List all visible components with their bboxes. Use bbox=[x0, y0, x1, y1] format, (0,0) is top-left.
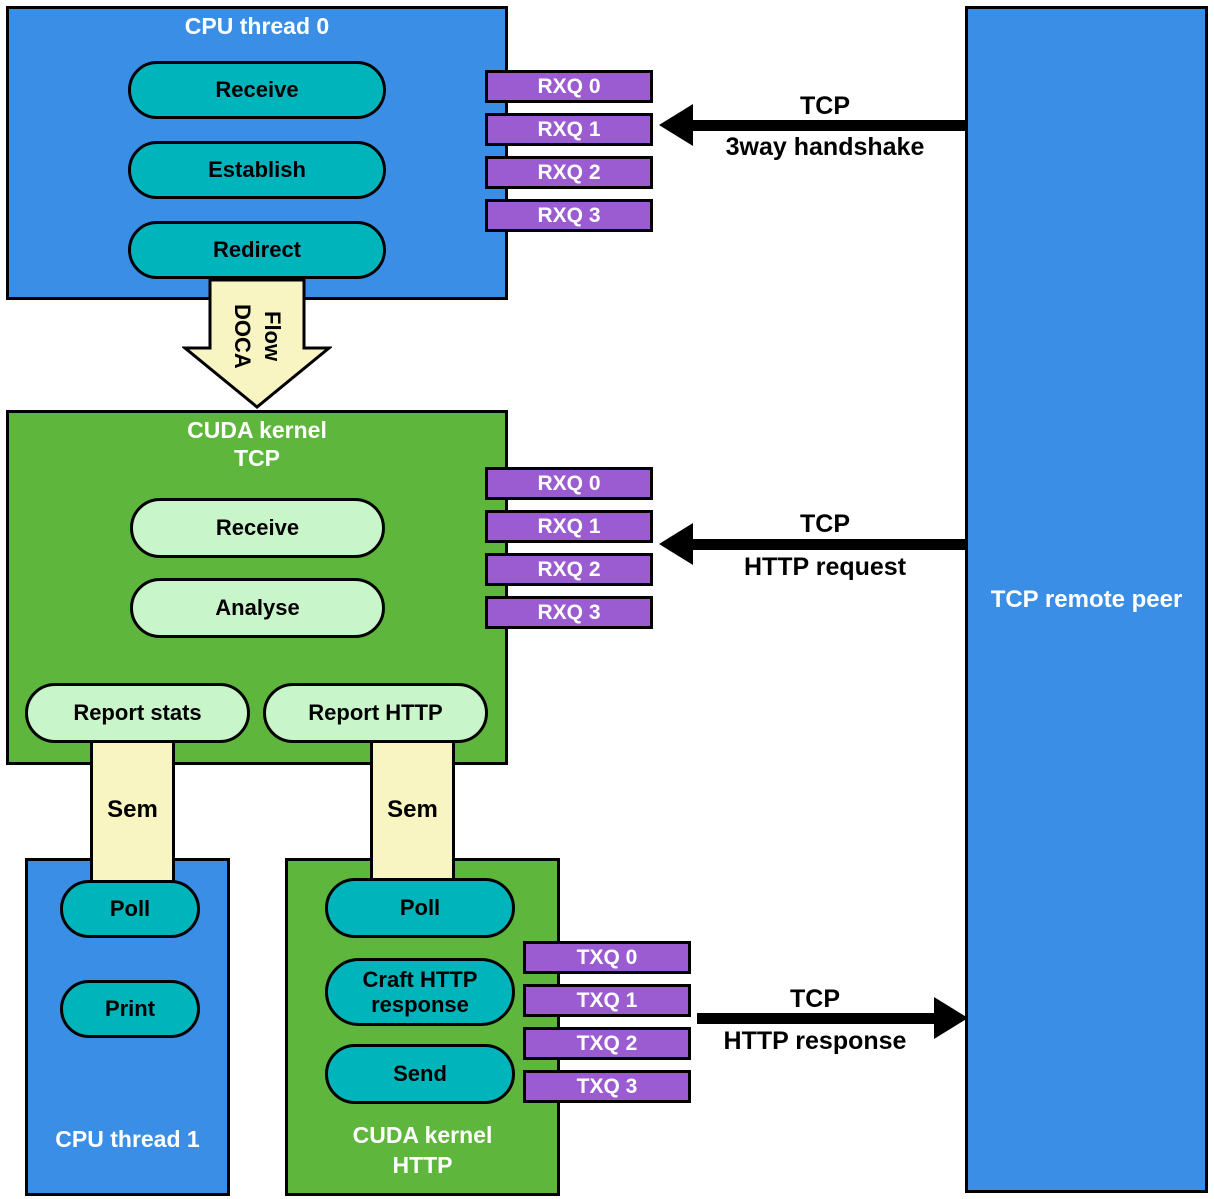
cuda-kernel-http-title-line2: HTTP bbox=[392, 1152, 453, 1178]
rxq-top-0: RXQ 0 bbox=[485, 70, 653, 103]
rxq-top-2: RXQ 2 bbox=[485, 156, 653, 189]
request-label-line2: HTTP request bbox=[743, 553, 907, 581]
txq-1: TXQ 1 bbox=[523, 984, 691, 1017]
http-step-craft-response: Craft HTTP response bbox=[325, 958, 515, 1026]
rxq-mid-0: RXQ 0 bbox=[485, 467, 653, 500]
rxq-mid-2: RXQ 2 bbox=[485, 553, 653, 586]
cpu-thread-1-title: CPU thread 1 bbox=[55, 1126, 200, 1152]
handshake-arrow-head-icon bbox=[659, 104, 693, 146]
sem-label-left: Sem bbox=[107, 796, 158, 823]
rxq-mid-3: RXQ 3 bbox=[485, 596, 653, 629]
tcp-report-http: Report HTTP bbox=[263, 683, 488, 743]
response-arrow-shaft bbox=[697, 1013, 934, 1024]
cuda-kernel-http-title-line1: CUDA kernel bbox=[352, 1122, 493, 1148]
response-label-line1: TCP bbox=[790, 985, 840, 1013]
cpu-thread-0-title: CPU thread 0 bbox=[184, 13, 330, 39]
sem-box-right bbox=[370, 738, 455, 886]
cpu0-step-receive: Receive bbox=[128, 61, 386, 119]
cpu1-step-print: Print bbox=[60, 980, 200, 1038]
cpu0-step-redirect: Redirect bbox=[128, 221, 386, 279]
tcp-remote-peer-box bbox=[965, 6, 1208, 1193]
response-arrow-head-icon bbox=[934, 997, 968, 1039]
cuda-kernel-tcp-title-line1: CUDA kernel bbox=[187, 417, 327, 443]
txq-0: TXQ 0 bbox=[523, 941, 691, 974]
request-arrow-shaft bbox=[693, 539, 967, 550]
tcp-step-receive: Receive bbox=[130, 498, 385, 558]
http-step-send: Send bbox=[325, 1044, 515, 1104]
sem-label-right: Sem bbox=[387, 796, 438, 823]
tcp-report-stats: Report stats bbox=[25, 683, 250, 743]
cuda-kernel-tcp-title-line2: TCP bbox=[234, 445, 280, 471]
handshake-label-line1: TCP bbox=[800, 92, 850, 120]
doca-flow-label: DOCA Flow bbox=[230, 303, 285, 369]
rxq-mid-1: RXQ 1 bbox=[485, 510, 653, 543]
request-arrow-head-icon bbox=[659, 523, 693, 565]
tcp-remote-peer-title: TCP remote peer bbox=[990, 586, 1183, 613]
rxq-top-3: RXQ 3 bbox=[485, 199, 653, 232]
txq-2: TXQ 2 bbox=[523, 1027, 691, 1060]
response-label-line2: HTTP response bbox=[723, 1027, 907, 1055]
txq-3: TXQ 3 bbox=[523, 1070, 691, 1103]
request-label-line1: TCP bbox=[800, 510, 850, 538]
tcp-step-analyse: Analyse bbox=[130, 578, 385, 638]
handshake-arrow-shaft bbox=[693, 120, 967, 131]
doca-flow-arrow-icon bbox=[182, 278, 332, 409]
rxq-top-1: RXQ 1 bbox=[485, 113, 653, 146]
cpu1-step-poll: Poll bbox=[60, 880, 200, 938]
cpu0-step-establish: Establish bbox=[128, 141, 386, 199]
sem-box-left bbox=[90, 738, 175, 886]
handshake-label-line2: 3way handshake bbox=[725, 133, 925, 161]
http-step-poll: Poll bbox=[325, 878, 515, 938]
